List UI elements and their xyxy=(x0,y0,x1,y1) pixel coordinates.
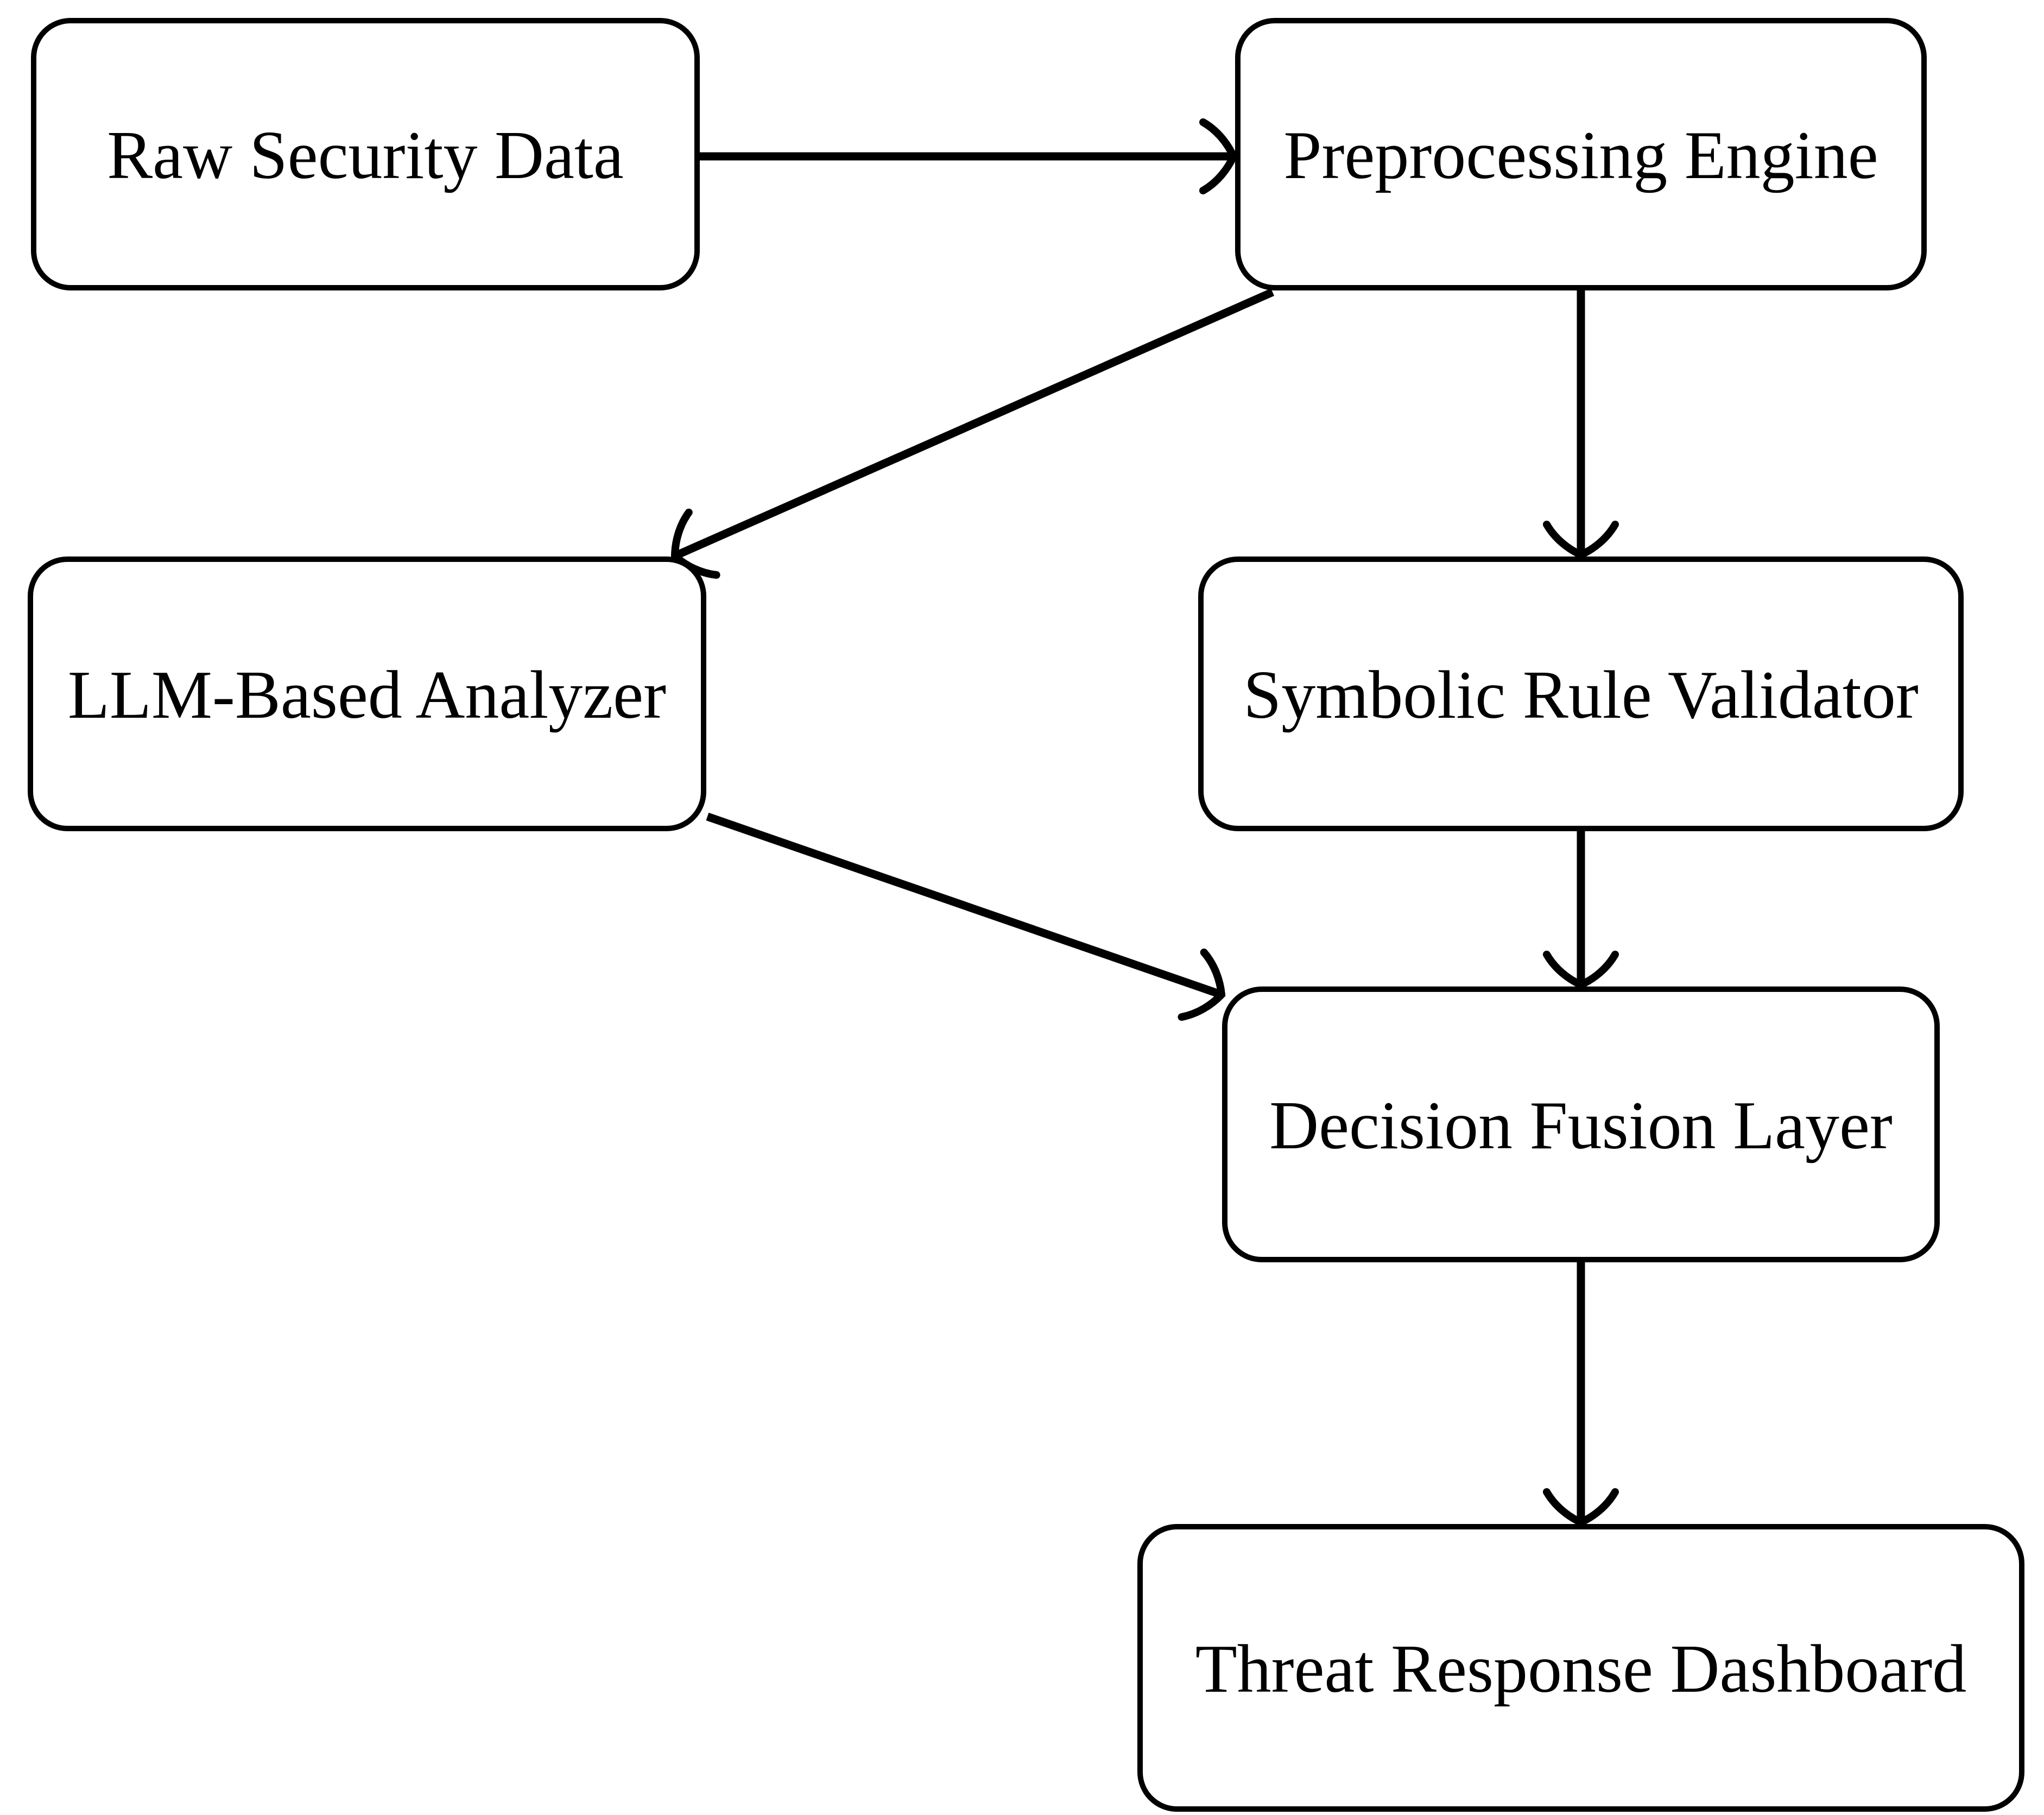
node-raw-security-data: Raw Security Data xyxy=(31,18,700,290)
node-raw-security-data-box xyxy=(31,18,700,290)
node-decision-fusion-layer: Decision Fusion Layer xyxy=(1222,986,1940,1262)
node-threat-response-dashboard: Threat Response Dashboard xyxy=(1137,1524,2024,1812)
node-threat-response-dashboard-box xyxy=(1137,1524,2024,1812)
node-threat-response-dashboard-label: Threat Response Dashboard xyxy=(1195,1631,1967,1707)
edge-preprocessing-to-llm xyxy=(670,288,1275,579)
node-symbolic-rule-validator-label: Symbolic Rule Validator xyxy=(1243,657,1919,733)
node-preprocessing-engine-label: Preprocessing Engine xyxy=(1283,118,1878,193)
node-decision-fusion-layer-box xyxy=(1222,986,1940,1262)
node-preprocessing-engine-box xyxy=(1235,18,1927,290)
edge-llm-to-decision xyxy=(706,812,1226,1021)
node-llm-based-analyzer-box xyxy=(28,556,706,831)
node-llm-based-analyzer-label: LLM-Based Analyzer xyxy=(68,657,666,733)
node-decision-fusion-layer-label: Decision Fusion Layer xyxy=(1269,1088,1893,1163)
node-symbolic-rule-validator-box xyxy=(1198,556,1964,831)
node-raw-security-data-label: Raw Security Data xyxy=(107,118,624,193)
node-llm-based-analyzer: LLM-Based Analyzer xyxy=(28,556,706,831)
node-symbolic-rule-validator: Symbolic Rule Validator xyxy=(1198,556,1964,831)
node-preprocessing-engine: Preprocessing Engine xyxy=(1235,18,1927,290)
